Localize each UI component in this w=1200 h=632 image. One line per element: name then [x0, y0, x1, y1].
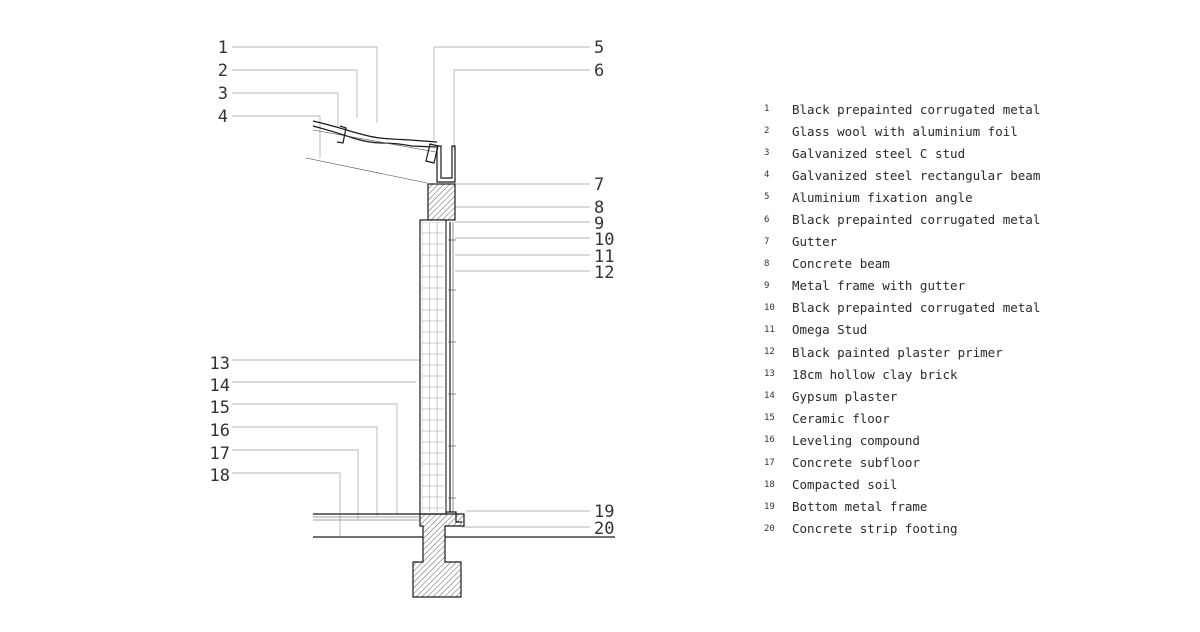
callout-2: 2: [218, 61, 228, 81]
legend-text: Concrete beam: [792, 256, 890, 272]
wall-section-drawing: 1 2 3 4 5 6 7 8 9 10 11 12 13 14 15 16 1…: [210, 38, 615, 598]
legend-text: Aluminium fixation angle: [792, 189, 973, 205]
callout-14: 14: [210, 376, 230, 396]
legend-item: 4 Galvanized steel rectangular beam: [764, 164, 1040, 186]
legend-item: 9 Metal frame with gutter: [764, 275, 1040, 297]
legend-item: 17 Concrete subfloor: [764, 452, 1040, 474]
legend-text: 18cm hollow clay brick: [792, 366, 958, 382]
callout-11: 11: [594, 247, 614, 267]
legend-text: Glass wool with aluminium foil: [792, 123, 1018, 139]
callout-17: 17: [210, 444, 230, 464]
legend-item: 15 Ceramic floor: [764, 407, 1040, 429]
legend-item: 16 Leveling compound: [764, 429, 1040, 451]
callout-19: 19: [594, 502, 614, 522]
legend-item: 3 Galvanized steel C stud: [764, 142, 1040, 164]
legend-number: 17: [764, 457, 775, 468]
legend-item: 19 Bottom metal frame: [764, 496, 1040, 518]
legend-text: Black prepainted corrugated metal: [792, 212, 1041, 228]
legend-number: 2: [764, 126, 770, 137]
legend-text: Galvanized steel rectangular beam: [792, 167, 1041, 183]
callout-13: 13: [210, 354, 230, 374]
legend-text: Galvanized steel C stud: [792, 145, 966, 161]
legend-item: 12 Black painted plaster primer: [764, 341, 1040, 363]
legend-text: Black prepainted corrugated metal: [792, 101, 1041, 117]
legend-number: 13: [764, 369, 775, 380]
callout-20: 20: [594, 519, 614, 539]
legend-item: 20 Concrete strip footing: [764, 518, 1040, 540]
legend-number: 3: [764, 148, 770, 159]
legend-number: 19: [764, 501, 775, 512]
legend-number: 4: [764, 170, 770, 181]
concrete-beam: [427, 183, 456, 221]
legend-text: Black prepainted corrugated metal: [792, 300, 1041, 316]
legend-item: 8 Concrete beam: [764, 253, 1040, 275]
legend-item: 10 Black prepainted corrugated metal: [764, 297, 1040, 319]
callout-9: 9: [594, 214, 604, 234]
callout-1: 1: [218, 38, 228, 58]
legend-number: 5: [764, 192, 770, 203]
callout-10: 10: [594, 230, 614, 250]
legend-text: Concrete strip footing: [792, 521, 958, 537]
legend-number: 8: [764, 258, 770, 269]
legend-item: 18 Compacted soil: [764, 474, 1040, 496]
legend-number: 18: [764, 479, 775, 490]
legend-number: 7: [764, 236, 770, 247]
legend-item: 14 Gypsum plaster: [764, 385, 1040, 407]
legend-number: 6: [764, 214, 770, 225]
callout-5: 5: [594, 38, 604, 58]
legend-item: 7 Gutter: [764, 231, 1040, 253]
callout-8: 8: [594, 198, 604, 218]
legend-text: Metal frame with gutter: [792, 278, 966, 294]
legend-text: Ceramic floor: [792, 410, 890, 426]
callout-16: 16: [210, 421, 230, 441]
legend-text: Concrete subfloor: [792, 455, 920, 471]
callout-12: 12: [594, 263, 614, 283]
callout-7: 7: [594, 175, 604, 195]
legend-text: Omega Stud: [792, 322, 868, 338]
legend-item: 13 18cm hollow clay brick: [764, 363, 1040, 385]
legend-number: 12: [764, 347, 775, 358]
legend-text: Bottom metal frame: [792, 499, 928, 515]
legend-item: 2 Glass wool with aluminium foil: [764, 120, 1040, 142]
legend-number: 16: [764, 435, 775, 446]
legend-item: 5 Aluminium fixation angle: [764, 186, 1040, 208]
callout-6: 6: [594, 61, 604, 81]
roof-assembly: [305, 120, 456, 184]
legend-item: 11 Omega Stud: [764, 319, 1040, 341]
floor-and-footing: [313, 511, 615, 598]
leader-lines: [232, 46, 590, 536]
legend-text: Gypsum plaster: [792, 388, 898, 404]
legend-item: 6 Black prepainted corrugated metal: [764, 208, 1040, 230]
callout-numbers: 1 2 3 4 5 6 7 8 9 10 11 12 13 14 15 16 1…: [210, 38, 615, 539]
callout-15: 15: [210, 398, 230, 418]
legend-number: 20: [764, 523, 775, 534]
legend-text: Leveling compound: [792, 432, 920, 448]
legend-text: Gutter: [792, 234, 838, 250]
legend-number: 14: [764, 391, 775, 402]
legend-number: 9: [764, 280, 770, 291]
legend-number: 10: [764, 302, 775, 313]
brick-wall: [419, 219, 456, 515]
legend-text: Black painted plaster primer: [792, 344, 1003, 360]
legend-number: 1: [764, 104, 770, 115]
legend-item: 1 Black prepainted corrugated metal: [764, 98, 1040, 120]
legend-number: 11: [764, 324, 775, 335]
callout-3: 3: [218, 84, 228, 104]
legend-text: Compacted soil: [792, 477, 898, 493]
callout-18: 18: [210, 466, 230, 486]
callout-4: 4: [218, 107, 228, 127]
legend-number: 15: [764, 413, 775, 424]
